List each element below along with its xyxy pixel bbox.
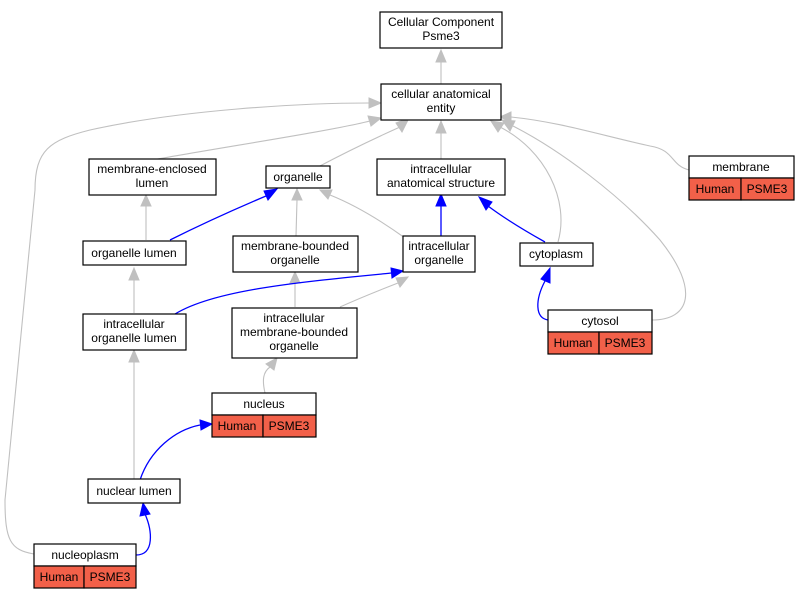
edge-ol-to-mel <box>140 193 152 240</box>
node-membrane-enclosed-lumen[interactable]: membrane-enclosed lumen <box>88 158 217 196</box>
node-io-line2: organelle <box>414 253 464 267</box>
node-nucleus[interactable]: nucleus <box>211 392 317 416</box>
node-membrane[interactable]: membrane <box>688 155 795 179</box>
node-membrane-bounded-organelle[interactable]: membrane-bounded organelle <box>232 235 359 273</box>
edge-nucleoplasm-to-nl <box>135 501 151 556</box>
node-root[interactable]: Cellular Component Psme3 <box>379 11 503 49</box>
node-cytoplasm-line1: cytoplasm <box>529 247 583 261</box>
node-cytosol-line1: cytosol <box>581 314 618 328</box>
node-mel-line2: lumen <box>136 176 169 190</box>
edge-io-to-organelle <box>318 189 406 239</box>
annotation-nucleoplasm: Human PSME3 <box>33 565 137 589</box>
node-intracellular-anatomical-structure[interactable]: intracellular anatomical structure <box>376 158 506 196</box>
annotation-nucleoplasm-species: Human <box>40 570 79 584</box>
node-organelle-lumen[interactable]: organelle lumen <box>82 240 187 266</box>
edge-iol-to-ol <box>128 266 140 313</box>
node-ias-line1: intracellular <box>410 162 471 176</box>
edge-nucleus-to-imbo <box>262 357 278 394</box>
annotation-cytosol-species: Human <box>554 336 593 350</box>
node-cytosol[interactable]: cytosol <box>547 309 653 333</box>
edges <box>4 48 690 556</box>
annotation-membrane-gene: PSME3 <box>747 182 788 196</box>
edge-cytoplasm-to-cae <box>489 120 562 243</box>
node-imbo-line1: intracellular <box>263 311 324 325</box>
node-mbo-line1: membrane-bounded <box>241 239 349 253</box>
node-cae-line1: cellular anatomical <box>391 87 490 101</box>
edge-mbo-to-organelle <box>291 187 303 237</box>
annotation-cytosol-gene: PSME3 <box>605 336 646 350</box>
edge-imbo-to-mbo <box>289 270 301 307</box>
edge-membrane-to-cae <box>498 111 690 171</box>
annotation-nucleus-gene: PSME3 <box>269 419 310 433</box>
node-mbo-line2: organelle <box>270 253 320 267</box>
edge-imbo-to-io <box>339 276 410 308</box>
node-cae-line2: entity <box>427 101 456 115</box>
node-nucleus-line1: nucleus <box>243 397 284 411</box>
node-root-line2: Psme3 <box>422 29 460 43</box>
node-intracellular-organelle-lumen[interactable]: intracellular organelle lumen <box>82 313 187 351</box>
node-cellular-anatomical-entity[interactable]: cellular anatomical entity <box>380 83 502 121</box>
node-intracellular-organelle[interactable]: intracellular organelle <box>402 235 476 273</box>
node-cytoplasm[interactable]: cytoplasm <box>519 242 594 267</box>
node-io-line1: intracellular <box>408 239 469 253</box>
edge-nucleoplasm-to-cae <box>4 97 383 555</box>
annotation-nucleus: Human PSME3 <box>211 414 317 438</box>
edge-cytoplasm-to-ias <box>477 196 546 243</box>
edge-nl-to-iol <box>128 348 140 480</box>
node-iol-line1: intracellular <box>103 317 164 331</box>
annotation-membrane-species: Human <box>696 182 735 196</box>
node-nl-line1: nuclear lumen <box>96 484 171 498</box>
node-ol-line1: organelle lumen <box>91 246 176 260</box>
edge-cae-to-root <box>435 48 447 84</box>
node-nucleoplasm[interactable]: nucleoplasm <box>33 543 137 567</box>
edge-io-to-ias <box>435 192 447 236</box>
edge-mel-to-cae <box>151 115 383 161</box>
node-membrane-line1: membrane <box>712 160 770 174</box>
node-organelle[interactable]: organelle <box>265 165 331 189</box>
node-intracellular-membrane-bounded-organelle[interactable]: intracellular membrane-bounded organelle <box>231 307 358 359</box>
edge-nl-to-nucleus <box>139 419 214 481</box>
node-root-line1: Cellular Component <box>388 15 495 29</box>
annotation-nucleoplasm-gene: PSME3 <box>90 570 131 584</box>
nodes: Cellular Component Psme3 cellular anatom… <box>33 11 795 589</box>
node-iol-line2: organelle lumen <box>91 331 176 345</box>
annotation-membrane: Human PSME3 <box>688 177 795 201</box>
node-organelle-line1: organelle <box>273 170 323 184</box>
node-nucleoplasm-line1: nucleoplasm <box>51 548 118 562</box>
edge-cytosol-to-cae <box>500 119 687 321</box>
node-imbo-line2: membrane-bounded <box>240 325 348 339</box>
edge-cytosol-to-cytoplasm <box>537 266 551 321</box>
annotation-nucleus-species: Human <box>218 419 257 433</box>
node-nuclear-lumen[interactable]: nuclear lumen <box>87 478 181 504</box>
node-imbo-line3: organelle <box>269 339 319 353</box>
annotation-cytosol: Human PSME3 <box>547 331 653 355</box>
node-ias-line2: anatomical structure <box>387 176 495 190</box>
node-mel-line1: membrane-enclosed <box>97 162 206 176</box>
edge-ol-to-organelle <box>169 188 279 241</box>
edge-iol-to-io <box>171 267 405 317</box>
edge-ias-to-cae <box>435 119 447 160</box>
